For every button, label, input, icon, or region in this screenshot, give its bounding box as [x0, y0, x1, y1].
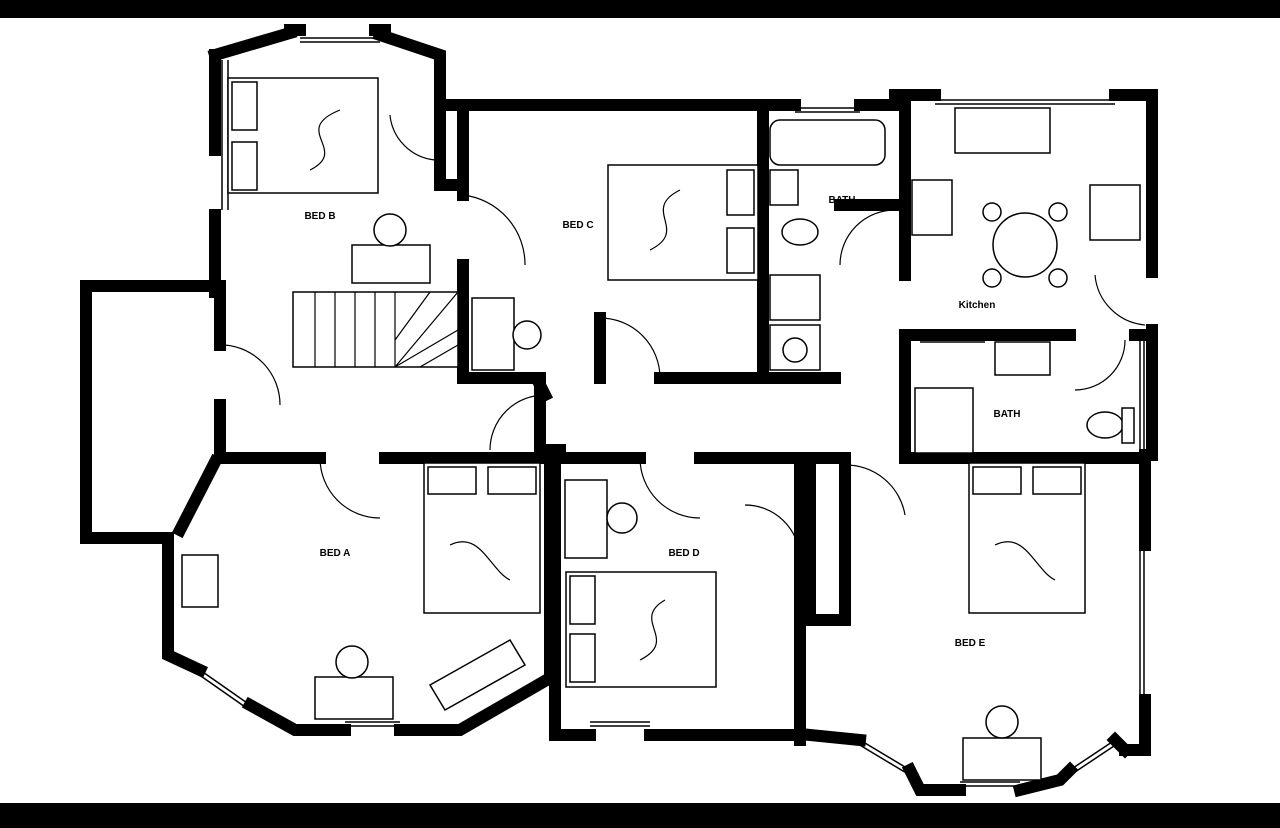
- doors: [224, 114, 1146, 559]
- beds: [227, 77, 1086, 688]
- label-bed-a: BED A: [320, 548, 351, 559]
- room-labels: BED B BED C BATH Kitchen BATH BED A BED …: [304, 195, 1020, 649]
- staircase: [292, 291, 459, 368]
- bed-e-bed: [968, 462, 1086, 614]
- label-bed-e: BED E: [955, 638, 986, 649]
- bed-b-bed: [227, 77, 379, 194]
- furniture: [181, 107, 1141, 781]
- label-bath-1: BATH: [828, 195, 855, 206]
- top-letterbox-bar: [0, 0, 1280, 18]
- label-bed-c: BED C: [562, 220, 593, 231]
- label-kitchen: Kitchen: [959, 300, 996, 311]
- label-bed-b: BED B: [304, 211, 335, 222]
- bed-a-bed: [423, 462, 541, 614]
- walls: [80, 24, 1158, 798]
- label-bath-2: BATH: [993, 409, 1020, 420]
- bed-c-bed: [607, 164, 759, 281]
- bottom-letterbox-bar: [0, 803, 1280, 828]
- bed-d-bed: [565, 571, 717, 688]
- label-bed-d: BED D: [668, 548, 699, 559]
